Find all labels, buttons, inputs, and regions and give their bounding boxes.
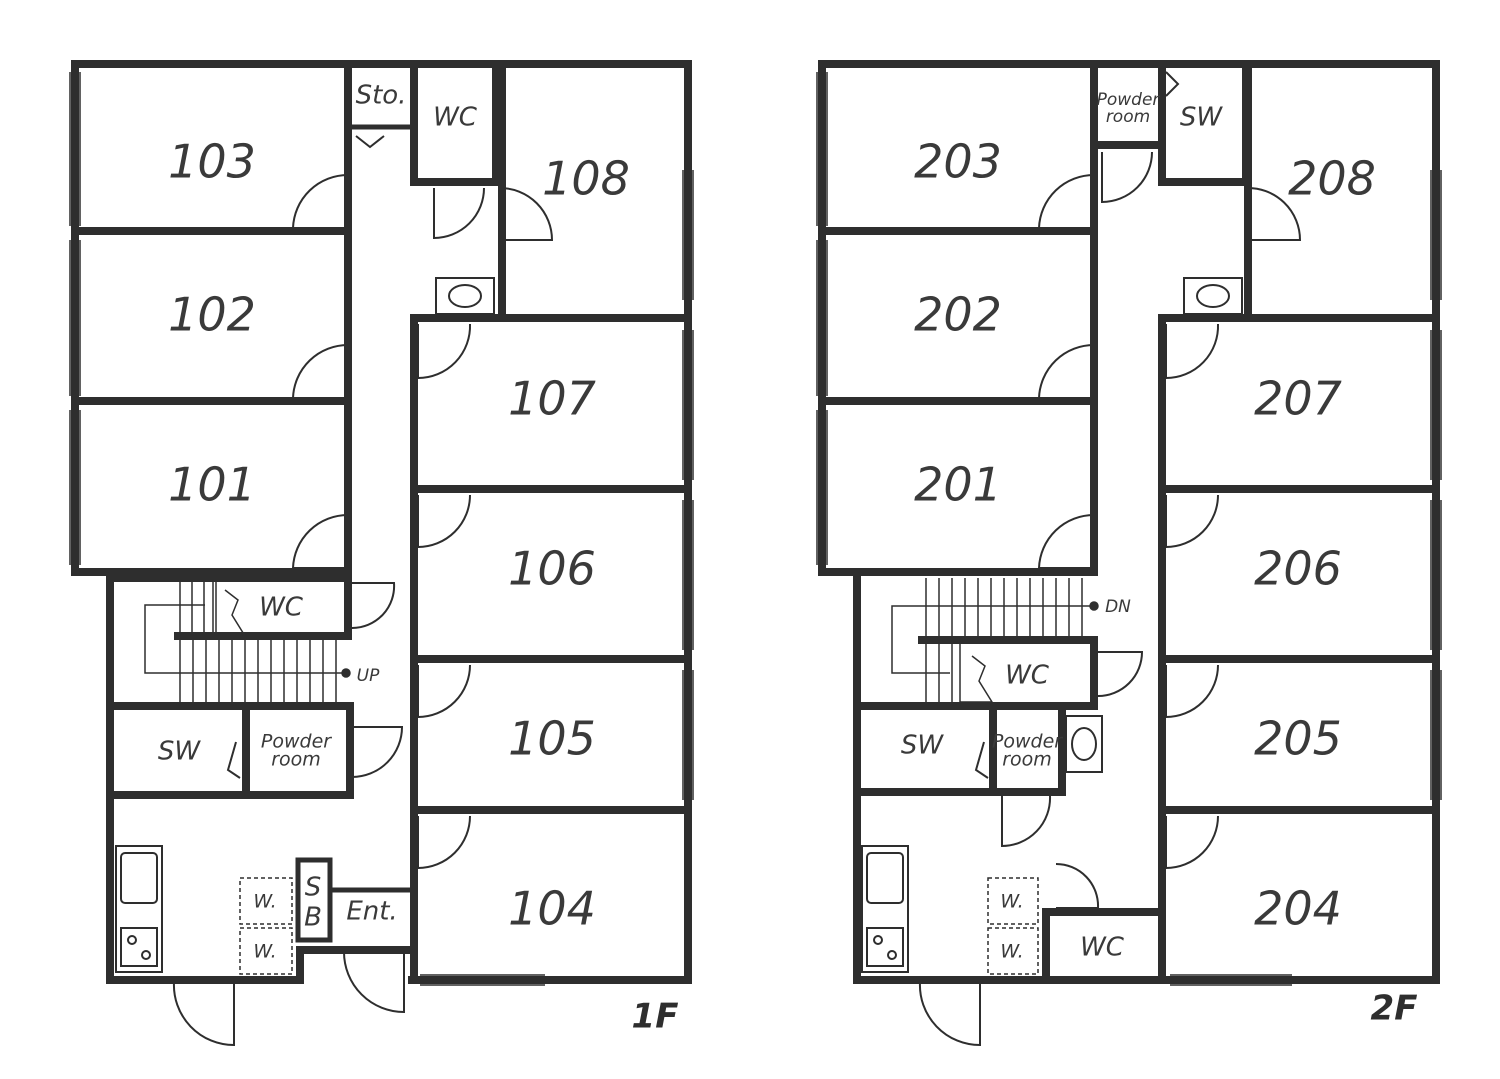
- room-101: 101: [168, 458, 256, 512]
- room-205: 205: [1254, 712, 1342, 766]
- powder-room-label-line1: Powder: [992, 731, 1063, 753]
- floor-1-plan: [69, 60, 694, 1047]
- floor-2-label: 2F: [1371, 989, 1418, 1029]
- sw-label: SW: [901, 731, 945, 761]
- room-202: 202: [914, 288, 1002, 342]
- wc-stair-label: WC: [1005, 661, 1050, 691]
- washer-1-label: W.: [253, 891, 276, 913]
- room-103: 103: [168, 135, 256, 189]
- room-208: 208: [1288, 152, 1376, 206]
- shoebox-b-label: B: [304, 903, 322, 933]
- powder-room-top-label-line1: Powder: [1097, 90, 1161, 110]
- washer-2-label: W.: [1000, 941, 1023, 963]
- powder-room-label-line2: room: [1002, 749, 1052, 771]
- washer-2-label: W.: [253, 941, 276, 963]
- stairs-up-label: UP: [357, 666, 380, 686]
- shoebox-s-label: S: [305, 873, 322, 903]
- storage-label: Sto.: [356, 81, 407, 111]
- room-206: 206: [1254, 542, 1342, 596]
- sw-label: SW: [158, 737, 202, 767]
- wc-bottom-label: WC: [1080, 933, 1125, 963]
- room-105: 105: [508, 712, 596, 766]
- entrance-label: Ent.: [346, 897, 397, 927]
- floor-2-plan: [816, 60, 1442, 1047]
- room-102: 102: [168, 288, 256, 342]
- room-207: 207: [1254, 372, 1342, 426]
- powder-room-label-line2: room: [271, 749, 321, 771]
- floor-1-label: 1F: [632, 997, 679, 1037]
- wc-top-label: WC: [433, 103, 478, 133]
- wc-stair-label: WC: [259, 593, 304, 623]
- room-201: 201: [914, 458, 1002, 512]
- powder-room-label-line1: Powder: [261, 731, 332, 753]
- sw-top-label: SW: [1180, 103, 1224, 133]
- room-104: 104: [508, 882, 596, 936]
- stairs-down-label: DN: [1105, 597, 1131, 617]
- room-107: 107: [508, 372, 596, 426]
- room-204: 204: [1254, 882, 1342, 936]
- room-203: 203: [914, 135, 1002, 189]
- room-108: 108: [542, 152, 630, 206]
- powder-room-top-label-line2: room: [1106, 107, 1150, 127]
- washer-1-label: W.: [1000, 891, 1023, 913]
- room-106: 106: [508, 542, 596, 596]
